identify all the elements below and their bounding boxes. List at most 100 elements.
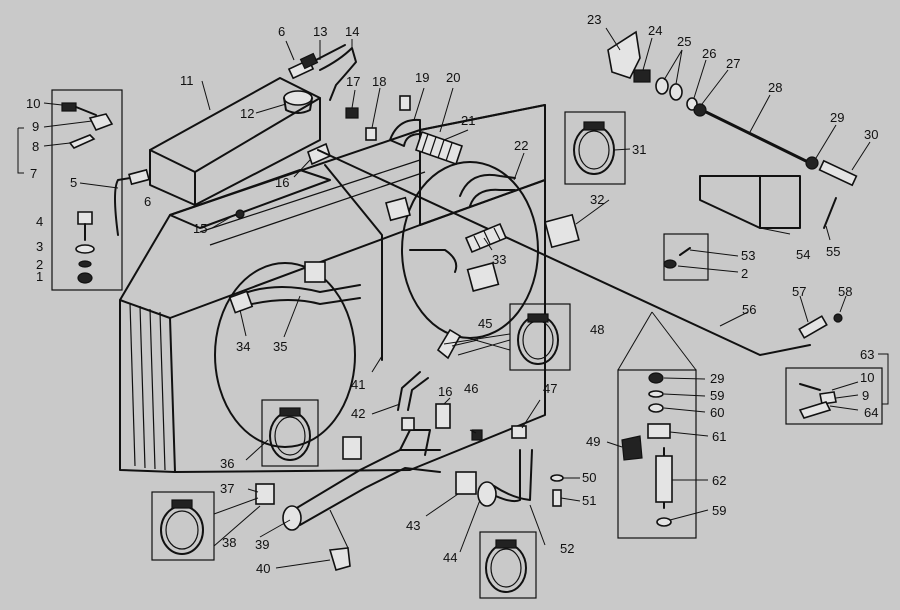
callout-40: 40 — [256, 561, 270, 576]
callout-21: 21 — [461, 113, 475, 128]
callout-61: 61 — [712, 429, 726, 444]
callout-50: 50 — [582, 470, 596, 485]
pipe-5 — [114, 177, 131, 236]
callout-16-repeat: 16 — [438, 384, 452, 399]
bracket-54 — [663, 175, 837, 281]
callout-7: 7 — [30, 166, 37, 181]
callout-11: 11 — [180, 73, 194, 88]
callout-52: 52 — [560, 541, 574, 556]
nut-24-icon — [633, 69, 651, 83]
callout-6-repeat: 6 — [144, 194, 151, 209]
callout-56: 56 — [742, 302, 756, 317]
mount-stack — [617, 369, 697, 539]
lower-y-hose — [282, 328, 564, 571]
hose-22 — [459, 174, 516, 197]
callout-41: 41 — [351, 377, 365, 392]
callout-46: 46 — [464, 381, 478, 396]
pad-49-icon — [621, 435, 643, 461]
callout-27: 27 — [726, 56, 740, 71]
callout-labels: 1 2 3 4 5 6 7 8 9 10 11 12 13 14 15 16 1… — [26, 12, 878, 576]
callout-34: 34 — [236, 339, 250, 354]
leader-lines — [17, 27, 889, 569]
callout-49: 49 — [586, 434, 600, 449]
callout-14: 14 — [345, 24, 359, 39]
callout-37: 37 — [220, 481, 234, 496]
callout-36: 36 — [220, 456, 234, 471]
bolt-stack-left — [51, 89, 123, 291]
callout-42: 42 — [351, 406, 365, 421]
callout-51: 51 — [582, 493, 596, 508]
callout-17: 17 — [346, 74, 360, 89]
callout-38: 38 — [222, 535, 236, 550]
callout-23: 23 — [587, 12, 601, 27]
callout-35: 35 — [273, 339, 287, 354]
callout-12: 12 — [240, 106, 254, 121]
callout-26: 26 — [702, 46, 716, 61]
callout-55: 55 — [826, 244, 840, 259]
callout-32: 32 — [590, 192, 604, 207]
clamp-31 — [564, 111, 626, 185]
callout-2-repeat: 2 — [741, 266, 748, 281]
clamp-44 — [479, 531, 537, 599]
callout-20: 20 — [446, 70, 460, 85]
clamp-36 — [261, 399, 319, 467]
callout-31: 31 — [632, 142, 646, 157]
callout-25: 25 — [677, 34, 691, 49]
radiator-body — [119, 104, 546, 473]
callout-33: 33 — [492, 252, 506, 267]
pipe-56 — [317, 149, 811, 356]
callout-19: 19 — [415, 70, 429, 85]
callout-44: 44 — [443, 550, 457, 565]
callout-45: 45 — [478, 316, 492, 331]
callout-9-repeat: 9 — [862, 388, 869, 403]
callout-3: 3 — [36, 239, 43, 254]
callout-62: 62 — [712, 473, 726, 488]
callout-1: 1 — [36, 269, 43, 284]
callout-5: 5 — [70, 175, 77, 190]
callout-60: 60 — [710, 405, 724, 420]
callout-24: 24 — [648, 23, 662, 38]
clamp-48 — [509, 303, 571, 371]
callout-15: 15 — [193, 221, 207, 236]
right-small-parts — [785, 313, 883, 425]
callout-8: 8 — [32, 139, 39, 154]
callout-2: 2 — [36, 257, 43, 272]
callout-13: 13 — [313, 24, 327, 39]
callout-48: 48 — [590, 322, 604, 337]
bracket-23-icon — [607, 30, 641, 79]
top-hoses — [235, 44, 464, 219]
hose-35 — [247, 284, 361, 293]
callout-63: 63 — [860, 347, 874, 362]
callout-10-repeat: 10 — [860, 370, 874, 385]
callout-57: 57 — [792, 284, 806, 299]
filler-cap-icon — [283, 90, 313, 106]
callout-4: 4 — [36, 214, 43, 229]
callout-22: 22 — [514, 138, 528, 153]
hose-sleeves — [228, 196, 580, 505]
callout-47: 47 — [543, 381, 557, 396]
callout-53: 53 — [741, 248, 755, 263]
callout-58: 58 — [838, 284, 852, 299]
clamp-38 — [151, 491, 215, 561]
callout-9: 9 — [32, 119, 39, 134]
callout-64: 64 — [864, 405, 878, 420]
callout-18: 18 — [372, 74, 386, 89]
expansion-tank — [149, 77, 321, 206]
callout-28: 28 — [768, 80, 782, 95]
callout-29-repeat: 29 — [710, 371, 724, 386]
pipe-41 — [324, 164, 383, 361]
callout-43: 43 — [406, 518, 420, 533]
callout-54: 54 — [796, 247, 810, 262]
callout-30: 30 — [864, 127, 878, 142]
callout-10: 10 — [26, 96, 40, 111]
callout-59-repeat: 59 — [712, 503, 726, 518]
callout-16: 16 — [275, 175, 289, 190]
bracket-rod-assembly — [607, 30, 858, 187]
callout-29: 29 — [830, 110, 844, 125]
corrugated-hose-21 — [414, 130, 464, 166]
callout-6: 6 — [278, 24, 285, 39]
callout-59: 59 — [710, 388, 724, 403]
callout-39: 39 — [255, 537, 269, 552]
